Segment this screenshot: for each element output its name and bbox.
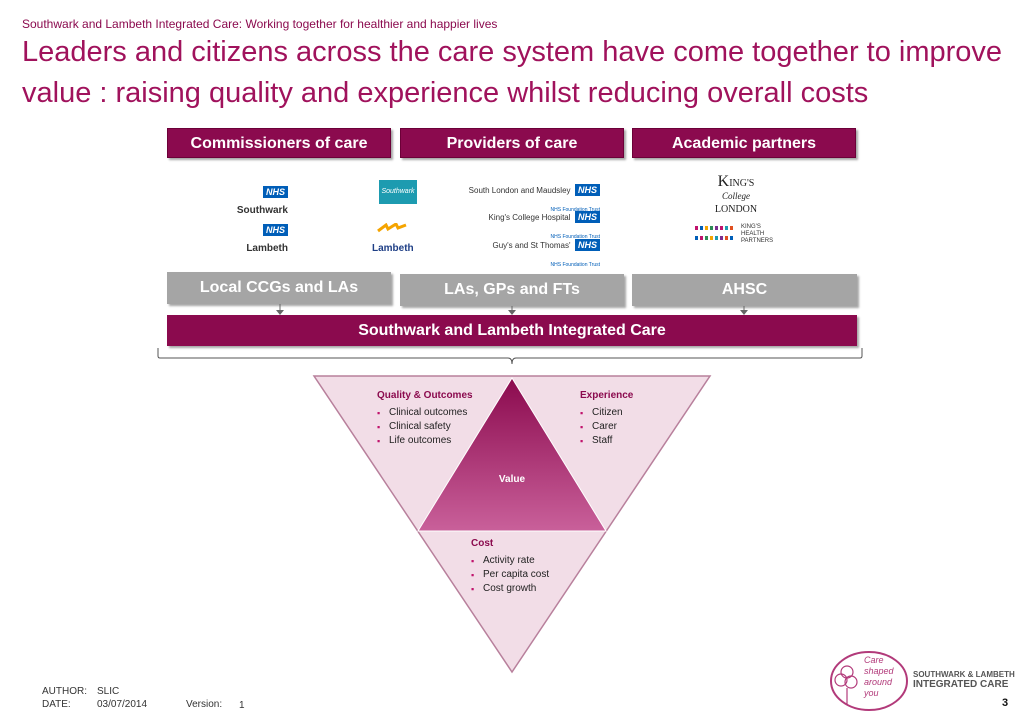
- version-value: 1: [239, 700, 245, 711]
- cost-list: Activity rate Per capita cost Cost growt…: [471, 554, 549, 596]
- list-item: Staff: [580, 434, 623, 448]
- list-item: Cost growth: [471, 582, 549, 596]
- nhs-lambeth-logo: NHS Lambeth: [232, 220, 288, 256]
- nhs-southwark-text: Southwark: [236, 205, 288, 216]
- nhs-badge: NHS: [262, 224, 288, 236]
- strapline: Southwark and Lambeth Integrated Care: W…: [22, 17, 498, 31]
- quality-list: Clinical outcomes Clinical safety Life o…: [377, 406, 467, 448]
- kcl-london: LONDON: [714, 204, 758, 215]
- column-commissioners: Commissioners of care: [167, 128, 391, 158]
- list-item: Carer: [580, 420, 623, 434]
- khp-logo: KING'S HEALTH PARTNERS: [695, 224, 775, 246]
- southwark-council-logo: Southwark: [379, 180, 417, 204]
- foundation-trust-text: NHS Foundation Trust: [550, 234, 600, 240]
- lambeth-council-logo: Lambeth: [372, 220, 422, 256]
- brace-icon: [157, 348, 863, 365]
- care-line4: you: [864, 688, 879, 698]
- slic-logo-text: SOUTHWARK & LAMBETH INTEGRATED CARE: [913, 670, 1015, 690]
- list-item: Life outcomes: [377, 434, 467, 448]
- group-providers: LAs, GPs and FTs: [400, 274, 624, 306]
- slic-logo-line2: INTEGRATED CARE: [913, 679, 1009, 690]
- nhs-badge: NHS: [574, 184, 600, 196]
- care-line1: Care: [864, 655, 884, 665]
- nhs-lambeth-text: Lambeth: [246, 243, 288, 254]
- date-value: 03/07/2014: [97, 699, 148, 710]
- quality-heading: Quality & Outcomes: [377, 390, 473, 401]
- column-academic: Academic partners: [632, 128, 856, 158]
- column-providers: Providers of care: [400, 128, 624, 158]
- author-value: SLIC: [97, 686, 120, 697]
- kcl-college: College: [722, 191, 750, 201]
- value-label: Value: [498, 474, 526, 485]
- arrow-down-icon: [740, 310, 748, 315]
- care-shaped-logo-icon: [830, 651, 908, 711]
- nhs-badge: NHS: [574, 211, 600, 223]
- gstt-logo: Guy's and St Thomas' NHS NHS Foundation …: [460, 235, 600, 271]
- page-number: 3: [1002, 697, 1009, 709]
- experience-heading: Experience: [580, 390, 634, 401]
- slam-text: South London and Maudsley: [468, 186, 571, 195]
- kings-hospital-text: King's College Hospital: [488, 213, 571, 222]
- khp-colour-bars-icon: [695, 226, 733, 240]
- nhs-badge: NHS: [574, 239, 600, 251]
- care-line3: around: [864, 677, 893, 687]
- kcl-ings: ING'S: [729, 178, 755, 189]
- lambeth-council-text: Lambeth: [372, 243, 414, 254]
- page-title: Leaders and citizens across the care sys…: [22, 36, 1003, 109]
- version-label: Version:: [186, 699, 223, 710]
- foundation-trust-text: NHS Foundation Trust: [550, 262, 600, 268]
- cost-heading: Cost: [471, 538, 494, 549]
- nhs-badge: NHS: [262, 186, 288, 198]
- khp-line1: KING'S: [741, 224, 761, 230]
- group-commissioners: Local CCGs and LAs: [167, 272, 391, 304]
- gstt-text: Guy's and St Thomas': [492, 241, 571, 250]
- khp-line2: HEALTH: [741, 231, 765, 237]
- foundation-trust-text: NHS Foundation Trust: [550, 207, 600, 213]
- kcl-k: K: [717, 173, 730, 190]
- nhs-southwark-logo: NHS Southwark: [232, 182, 288, 218]
- author-label: AUTHOR:: [42, 686, 87, 697]
- kings-hospital-logo: King's College Hospital NHS NHS Foundati…: [460, 207, 600, 243]
- list-item: Clinical outcomes: [377, 406, 467, 420]
- slam-logo: South London and Maudsley NHS NHS Founda…: [460, 180, 600, 216]
- list-item: Clinical safety: [377, 420, 467, 434]
- kcl-logo: KING'S College LONDON: [706, 173, 766, 216]
- experience-list: Citizen Carer Staff: [580, 406, 623, 448]
- inner-value-triangle: [417, 377, 607, 532]
- lambeth-swoosh-icon: [377, 221, 407, 233]
- group-academic: AHSC: [632, 274, 857, 306]
- list-item: Per capita cost: [471, 568, 549, 582]
- integrated-care-bar: Southwark and Lambeth Integrated Care: [167, 315, 857, 346]
- khp-line3: PARTNERS: [741, 238, 774, 244]
- list-item: Activity rate: [471, 554, 549, 568]
- date-label: DATE:: [42, 699, 71, 710]
- slic-logo-line1: SOUTHWARK & LAMBETH: [913, 670, 1015, 679]
- care-line2: shaped: [864, 666, 894, 676]
- care-shaped-text: Care shaped around you: [864, 655, 908, 699]
- arrow-down-icon: [276, 310, 284, 315]
- arrow-down-icon: [508, 310, 516, 315]
- list-item: Citizen: [580, 406, 623, 420]
